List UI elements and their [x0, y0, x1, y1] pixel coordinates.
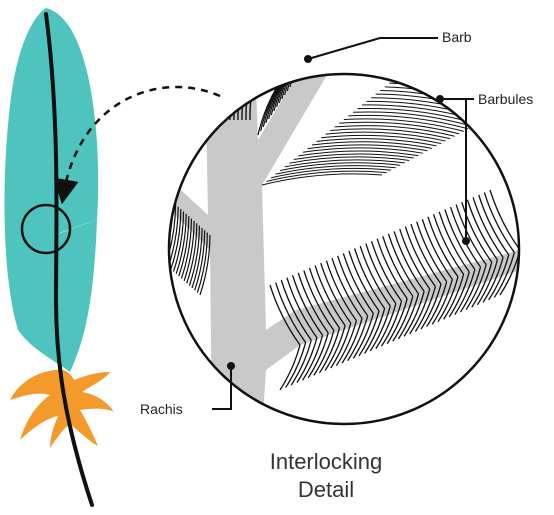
caption-line-1: Interlocking — [270, 449, 383, 474]
barbules-dot-bottom — [462, 237, 470, 245]
barb-leader — [308, 38, 438, 59]
caption-line-2: Detail — [298, 477, 354, 502]
barbules-label: Barbules — [478, 91, 533, 107]
barb-label: Barb — [442, 29, 472, 45]
magnified-detail — [155, 25, 532, 430]
rachis-label: Rachis — [140, 401, 183, 417]
